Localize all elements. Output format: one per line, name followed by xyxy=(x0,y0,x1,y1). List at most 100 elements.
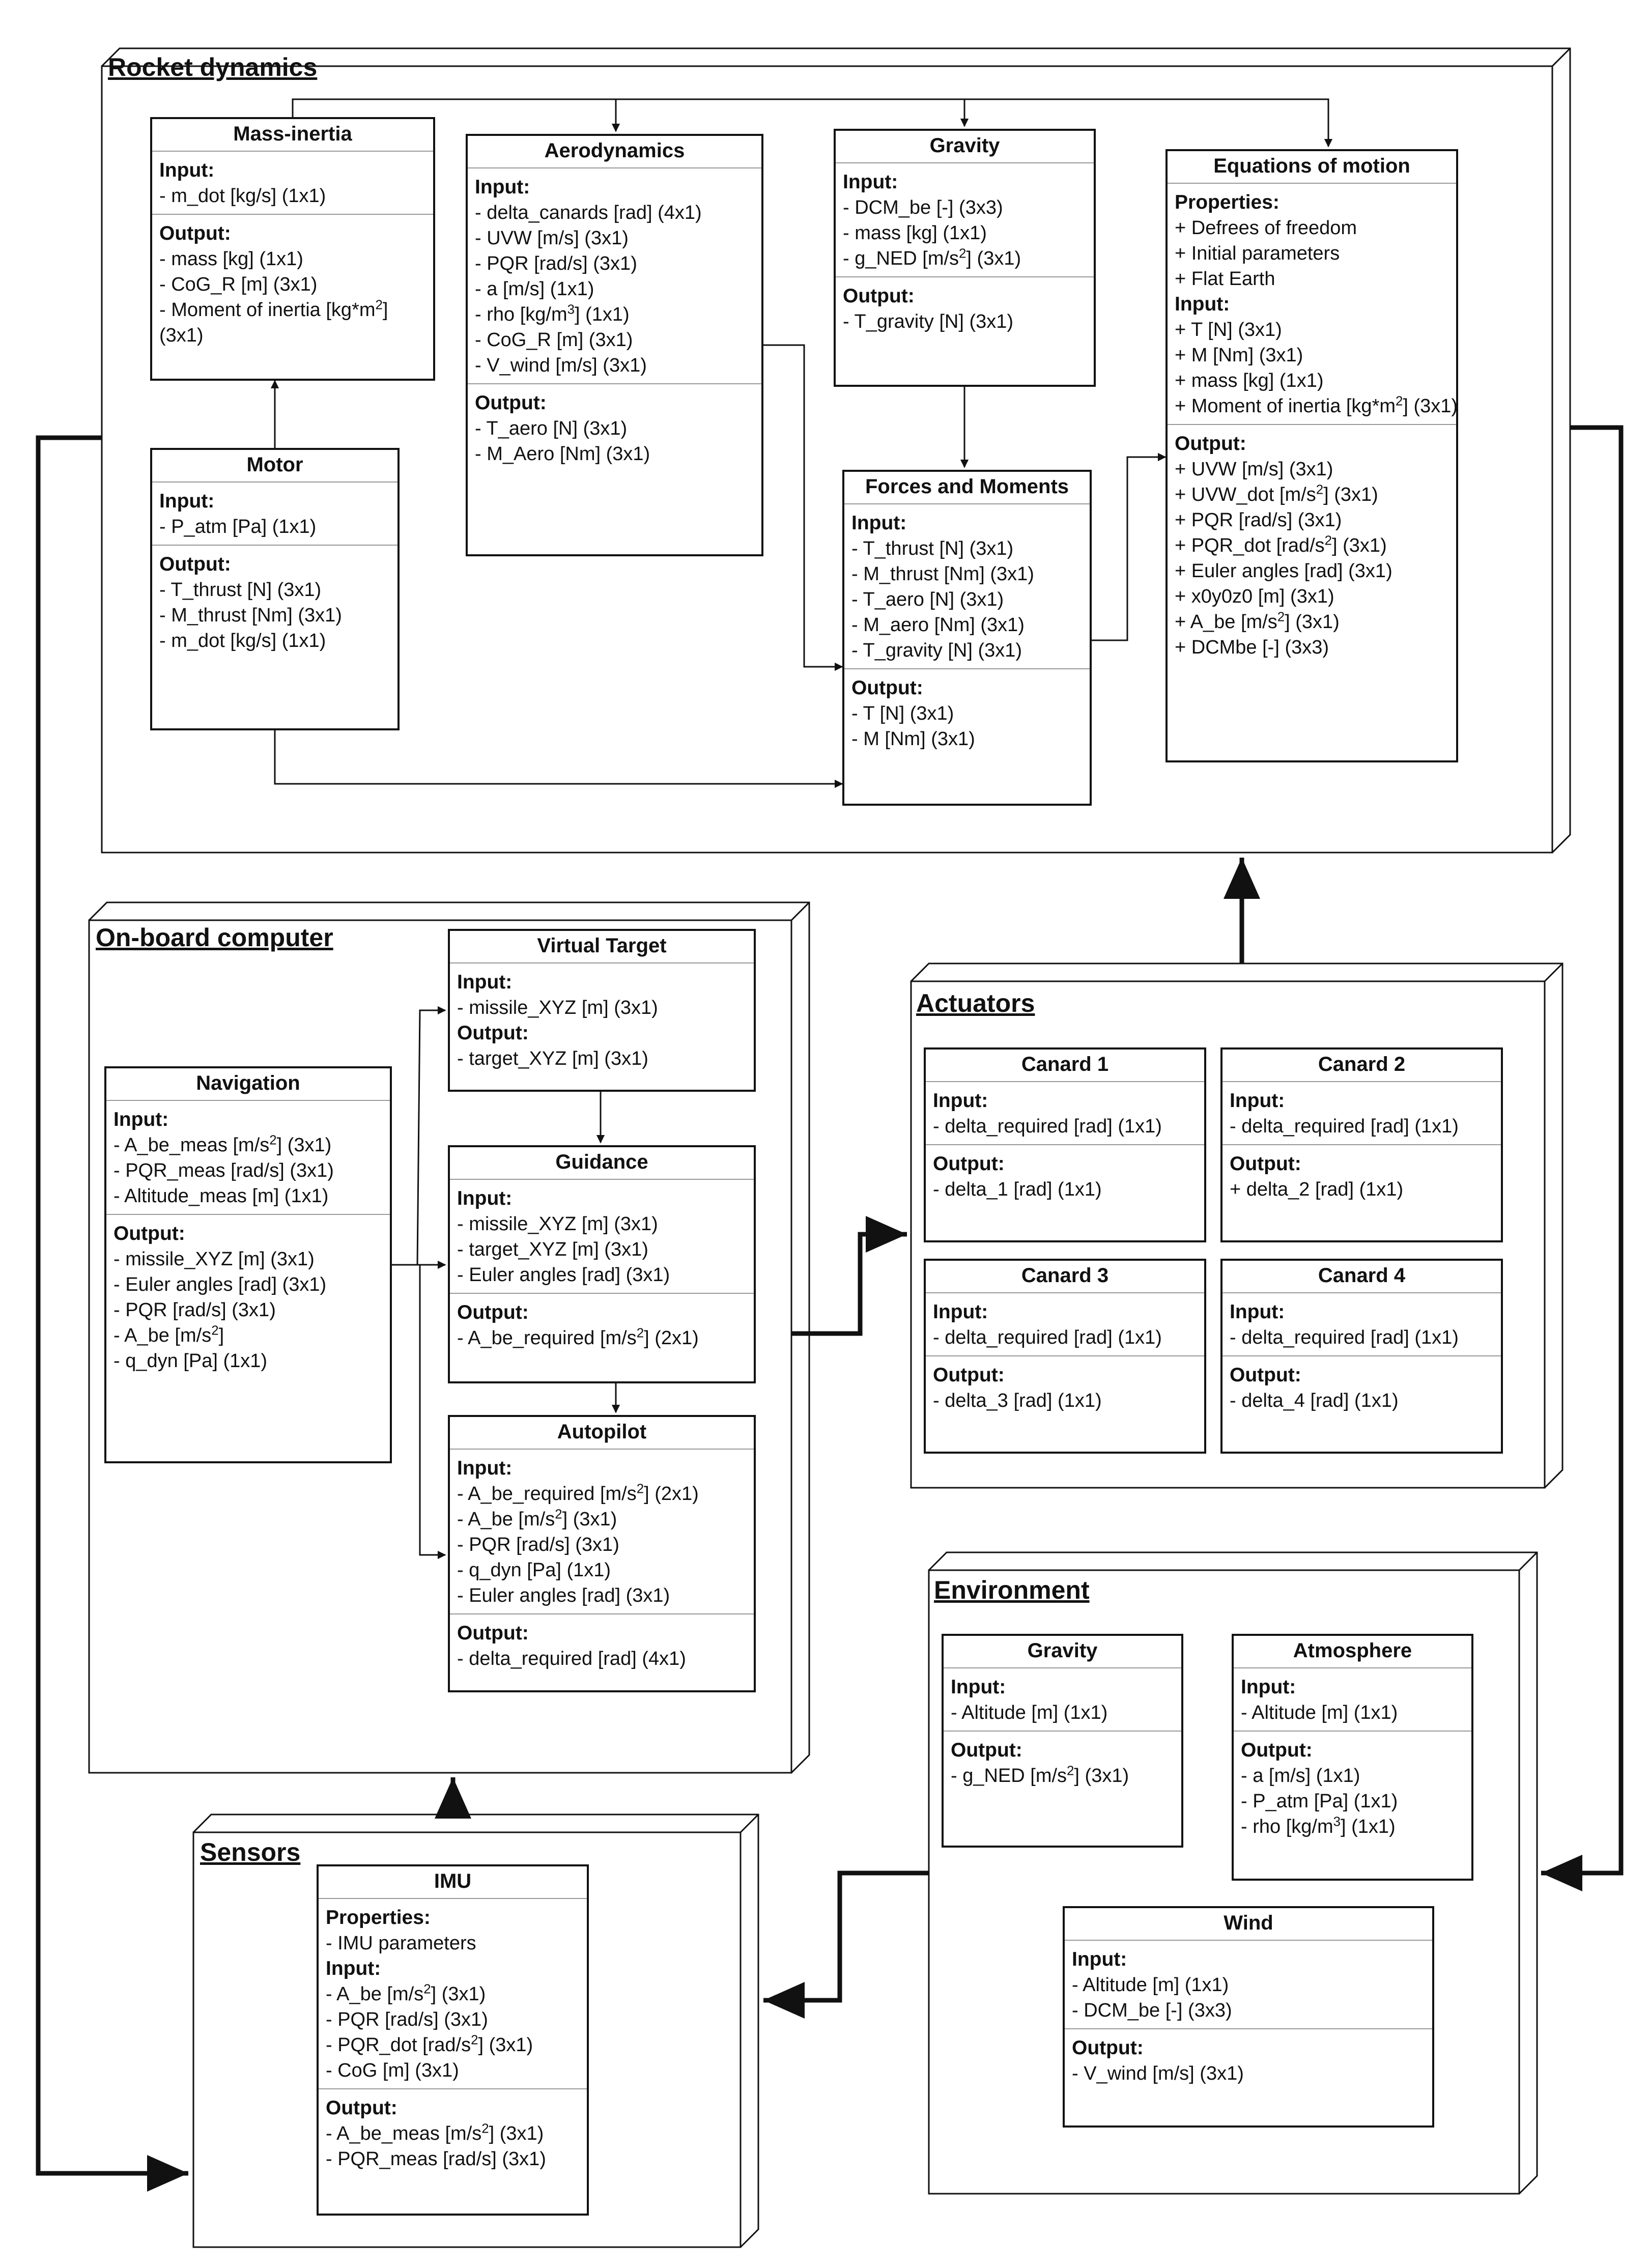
signal-line: - A_be_meas [m/s2] (3x1) xyxy=(113,1133,332,1156)
signal-line: - Euler angles [rad] (3x1) xyxy=(457,1264,670,1286)
rocket-internal-wires xyxy=(270,98,1333,1560)
signal-line: - a [m/s] (1x1) xyxy=(1241,1765,1360,1787)
block-section: Output: - T [N] (3x1) - M [Nm] (3x1) xyxy=(844,668,1090,757)
block-title: Forces and Moments xyxy=(844,472,1090,504)
signal-line: - IMU parameters xyxy=(326,1933,476,1954)
signal-line: - rho [kg/m3] (1x1) xyxy=(475,302,630,325)
block-section: Output:- A_be_meas [m/s2] (3x1) - PQR_mea… xyxy=(319,2088,587,2177)
rocket-dynamics-container xyxy=(101,47,1571,854)
signal-line: + A_be [m/s2] (3x1) xyxy=(1175,610,1340,633)
block-title: Atmosphere xyxy=(1234,1636,1471,1668)
signal-line: - Altitude [m] (1x1) xyxy=(951,1702,1108,1723)
signal-line: - PQR_meas [rad/s] (3x1) xyxy=(326,2148,546,2170)
section-label: Output: xyxy=(326,2097,397,2119)
signal-line: - P_atm [Pa] (1x1) xyxy=(159,516,317,537)
block-title: Navigation xyxy=(106,1068,390,1101)
block-section: Input:- delta_required [rad] (1x1) xyxy=(926,1293,1204,1355)
section-label: Input: xyxy=(1230,1301,1285,1323)
block-section: Output:- delta_4 [rad] (1x1) xyxy=(1222,1355,1501,1419)
section-label: Output: xyxy=(159,222,231,244)
signal-line: - missile_XYZ [m] (3x1) xyxy=(457,997,658,1018)
section-label: Output: xyxy=(1175,433,1246,455)
signal-line: - PQR [rad/s] (3x1) xyxy=(113,1299,276,1321)
block-section: Input:- A_be_meas [m/s2] (3x1)- PQR_meas… xyxy=(106,1101,390,1214)
signal-line: - DCM_be [-] (3x3) xyxy=(1072,2000,1232,2021)
signal-line: - delta_canards [rad] (4x1) xyxy=(475,202,702,223)
block-title: Canard 3 xyxy=(926,1261,1204,1293)
signal-line: - A_be [m/s2] (3x1) xyxy=(457,1507,617,1530)
section-label: Input: xyxy=(113,1109,169,1130)
signal-line: + UVW [m/s] (3x1) xyxy=(1175,459,1333,480)
group-title-environment: Environment xyxy=(934,1576,1090,1604)
signal-line: - DCM_be [-] (3x3) xyxy=(843,197,1003,218)
block-title: Gravity xyxy=(944,1636,1181,1668)
onboard-computer-container xyxy=(88,901,810,1774)
block-title: Canard 4 xyxy=(1222,1261,1501,1293)
section-label: Input: xyxy=(159,490,215,512)
section-label: Output: xyxy=(1072,2037,1144,2059)
signal-line: - M_thrust [Nm] (3x1) xyxy=(851,563,1034,585)
signal-line: + Initial parameters xyxy=(1175,243,1340,264)
block-section: Output: + UVW [m/s] (3x1) + UVW_dot [m/s2]… xyxy=(1168,424,1456,665)
signal-line: - g_NED [m/s2] (3x1) xyxy=(951,1764,1129,1787)
signal-line: - UVW [m/s] (3x1) xyxy=(475,228,629,249)
signal-line: - P_atm [Pa] (1x1) xyxy=(1241,1791,1398,1812)
signal-line: + UVW_dot [m/s2] (3x1) xyxy=(1175,483,1378,505)
section-label: Output: xyxy=(851,677,923,699)
block-section: Input:- DCM_be [-] (3x3)- mass [kg] (1x1… xyxy=(836,163,1094,276)
section-label: Output: xyxy=(113,1223,185,1244)
section-label: Input: xyxy=(851,512,907,534)
signal-line: - q_dyn [Pa] (1x1) xyxy=(457,1560,611,1581)
signal-line: + PQR_dot [rad/s2] (3x1) xyxy=(1175,533,1387,556)
section-label: Input: xyxy=(159,159,215,181)
signal-line: - T_thrust [N] (3x1) xyxy=(159,579,322,601)
signal-line: - A_be_meas [m/s2] (3x1) xyxy=(326,2121,544,2144)
block-section: Properties:+ Defrees of freedom+ Initial… xyxy=(1168,184,1458,424)
section-label: Input: xyxy=(475,176,530,198)
block-section: Output:- T_aero [N] (3x1)- M_Aero [Nm] (… xyxy=(468,383,761,472)
signal-line: - Altitude_meas [m] (1x1) xyxy=(113,1185,329,1207)
signal-line: - missile_XYZ [m] (3x1) xyxy=(457,1213,658,1235)
signal-line: + Defrees of freedom xyxy=(1175,217,1357,239)
section-label: Input: xyxy=(933,1301,988,1323)
section-label: Input: xyxy=(457,971,513,993)
signal-line: - T [N] (3x1) xyxy=(851,703,954,724)
block-title: Aerodynamics xyxy=(468,136,761,168)
block-section: Input:- A_be_required [m/s2] (2x1)- A_be… xyxy=(450,1450,754,1613)
signal-line: - delta_required [rad] (4x1) xyxy=(457,1648,686,1669)
signal-line: - A_be [m/s2] xyxy=(113,1323,224,1346)
signal-line: - mass [kg] (1x1) xyxy=(843,222,987,244)
signal-line: - m_dot [kg/s] (1x1) xyxy=(159,630,326,651)
block-title: IMU xyxy=(319,1866,587,1899)
signal-line: - T_gravity [N] (3x1) xyxy=(851,640,1022,661)
block-title: Motor xyxy=(152,450,397,483)
group-title-sensors: Sensors xyxy=(200,1838,301,1866)
signal-line: - CoG_R [m] (3x1) xyxy=(159,274,318,295)
section-label: Output: xyxy=(457,1622,529,1644)
signal-line: - PQR [rad/s] (3x1) xyxy=(475,253,637,274)
environment-container xyxy=(928,1551,1538,2195)
block-section: Output:- A_be_required [m/s2] (2x1) xyxy=(450,1293,754,1356)
signal-line: (3x1) xyxy=(159,325,204,346)
signal-line: - Altitude [m] (1x1) xyxy=(1072,1974,1229,1996)
signal-line: - PQR [rad/s] (3x1) xyxy=(457,1534,619,1555)
signal-line: + delta_2 [rad] (1x1) xyxy=(1230,1179,1404,1200)
signal-line: - Euler angles [rad] (3x1) xyxy=(113,1274,327,1295)
block-section: Input:- delta_required [rad] (1x1) xyxy=(1222,1082,1501,1144)
section-label: Output: xyxy=(951,1739,1022,1761)
signal-line: - PQR [rad/s] (3x1) xyxy=(326,2009,488,2030)
signal-line: - m_dot [kg/s] (1x1) xyxy=(159,185,326,207)
group-title-actuators: Actuators xyxy=(916,989,1035,1017)
signal-line: - M [Nm] (3x1) xyxy=(851,728,975,750)
block-section: Input:- Altitude [m] (1x1) xyxy=(944,1668,1181,1731)
signal-line: + mass [kg] (1x1) xyxy=(1175,370,1324,391)
